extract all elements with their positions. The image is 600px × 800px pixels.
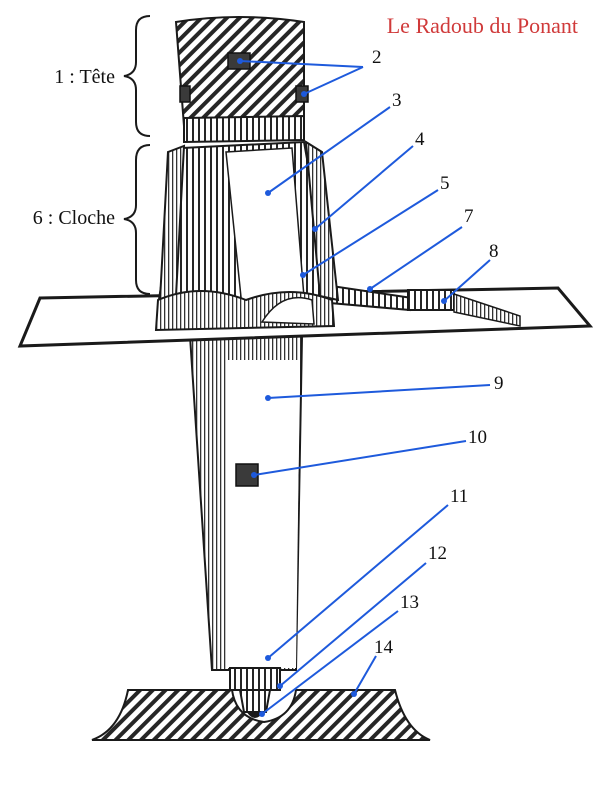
label-8: 8 [489, 241, 499, 262]
label-4: 4 [415, 129, 425, 150]
dot-3 [265, 190, 271, 196]
leader-14 [353, 655, 377, 695]
label-13: 13 [400, 592, 419, 613]
leader-5 [302, 189, 439, 276]
dot-4 [312, 226, 318, 232]
leader-8 [443, 259, 491, 302]
leader-4 [314, 145, 414, 230]
leader-dots [237, 58, 447, 717]
head-collar [183, 114, 305, 144]
label-10: 10 [468, 427, 487, 448]
leader-7 [369, 226, 463, 290]
leader-lines [239, 60, 491, 715]
pawl-rack [407, 289, 455, 311]
leader-9 [267, 384, 491, 399]
whelp-right [304, 140, 340, 302]
dot-13 [259, 711, 265, 717]
cloche-group-label: 6 : Cloche [33, 207, 115, 229]
spindle-highlight [226, 360, 300, 668]
leader-2a [239, 60, 364, 68]
tete-bracket [123, 15, 151, 137]
dot-12 [277, 683, 283, 689]
dot-14 [351, 691, 357, 697]
rack-ramp [453, 292, 521, 327]
dot-5 [300, 272, 306, 278]
leader-3 [267, 106, 391, 194]
dot-9 [265, 395, 271, 401]
leader-13 [261, 610, 399, 715]
label-3: 3 [392, 90, 402, 111]
capstan-head [174, 16, 305, 132]
label-12: 12 [428, 543, 447, 564]
label-9: 9 [494, 373, 504, 394]
label-7: 7 [464, 206, 474, 227]
dot-8 [441, 298, 447, 304]
label-14: 14 [374, 637, 394, 658]
label-2: 2 [372, 47, 382, 68]
leader-11 [267, 504, 449, 659]
cloche-bracket [123, 144, 151, 295]
pivot-foot [238, 689, 272, 713]
dot-2a [237, 58, 243, 64]
label-5: 5 [440, 173, 450, 194]
bar-hole-left [179, 85, 191, 103]
dot-11 [265, 655, 271, 661]
leader-12 [279, 562, 427, 687]
label-11: 11 [450, 486, 468, 507]
dot-2b [301, 91, 307, 97]
bell-arch [260, 296, 315, 325]
leader-2b [303, 66, 364, 95]
leader-10 [253, 440, 467, 476]
deck-base [91, 689, 431, 741]
tete-group-label: 1 : Tête [54, 66, 115, 88]
spindle-collar [229, 667, 281, 691]
diagram-title: Le Radoub du Ponant [387, 13, 578, 38]
dot-7 [367, 286, 373, 292]
dot-10 [251, 472, 257, 478]
